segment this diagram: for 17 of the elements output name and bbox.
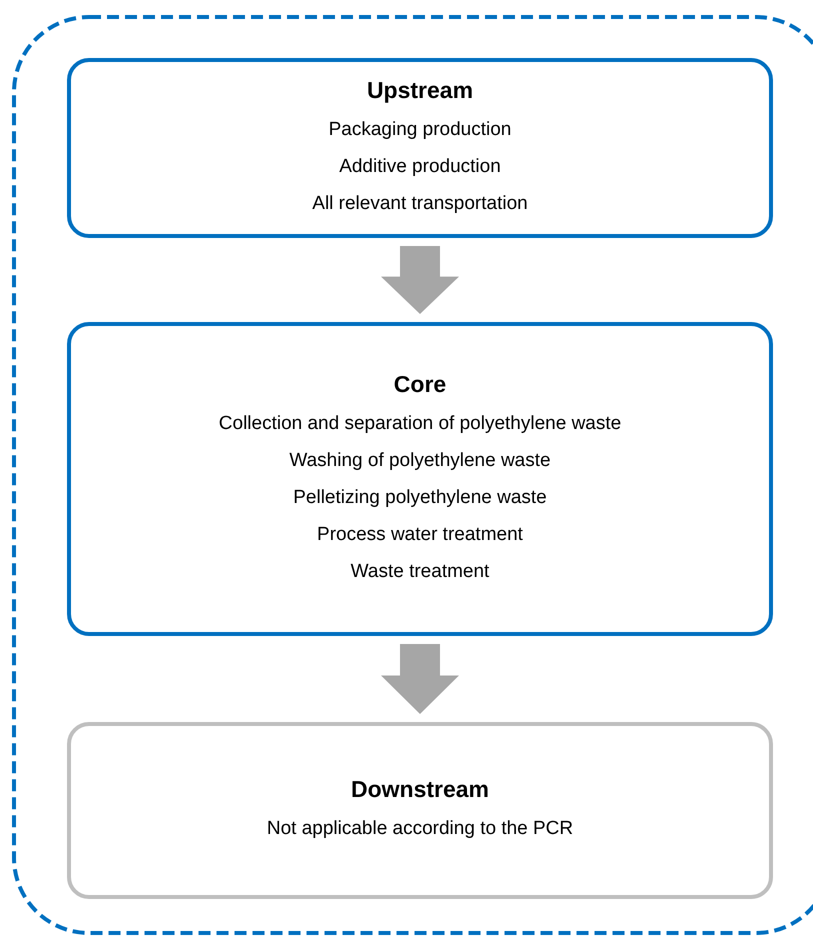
- block-arrow: [381, 246, 459, 314]
- process-step: Not applicable according to the PCR: [266, 810, 574, 847]
- process-step: Process water treatment: [317, 516, 523, 552]
- process-box: [67, 322, 773, 636]
- process-step: Collection and separation of polyethylene waste: [218, 404, 622, 442]
- process-step: Additive production: [339, 148, 501, 184]
- box-heading: Core: [394, 370, 446, 398]
- process-step: Washing of polyethylene waste: [289, 442, 551, 478]
- block-arrow: [381, 644, 459, 714]
- process-step: Waste treatment: [350, 552, 490, 590]
- process-box: [67, 58, 773, 238]
- process-box: [67, 722, 773, 899]
- box-heading: Upstream: [366, 76, 474, 104]
- process-step: Packaging production: [328, 110, 512, 148]
- process-step: All relevant transportation: [312, 184, 528, 222]
- process-step: Pelletizing polyethylene waste: [293, 478, 547, 516]
- box-heading: Downstream: [350, 775, 490, 804]
